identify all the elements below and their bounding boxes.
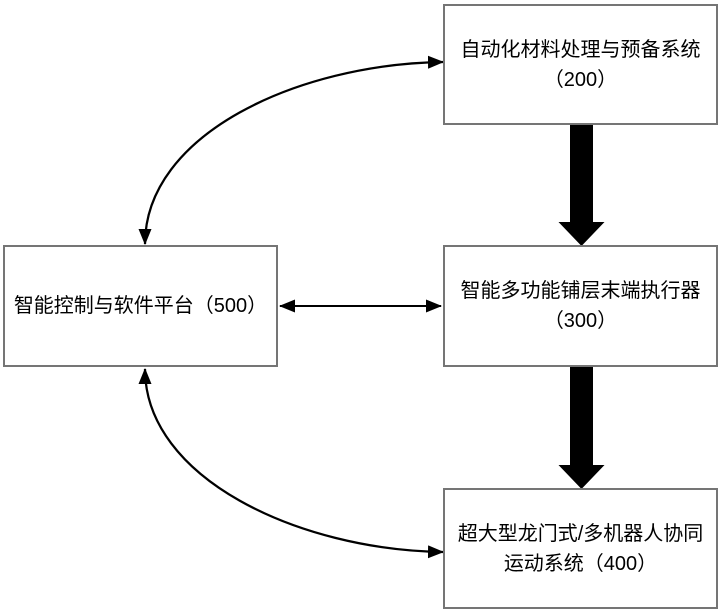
connector-control-motion [138, 368, 444, 559]
node-end-effector-label-line2: （300） [543, 310, 618, 332]
connector-control-materials [138, 55, 444, 245]
node-control-platform: 智能控制与软件平台（500） [3, 245, 278, 367]
node-end-effector-label-line1: 智能多功能铺层末端执行器 [460, 280, 701, 302]
node-control-label-line1: 智能控制与软件平台（500） [13, 295, 268, 317]
node-materials-label-line2: （200） [543, 68, 618, 91]
node-materials-label-line1: 自动化材料处理与预备系统 [460, 38, 701, 61]
node-motion-system: 超大型龙门式/多机器人协同 运动系统（400） [443, 488, 718, 609]
node-end-effector: 智能多功能铺层末端执行器 （300） [443, 245, 718, 367]
node-materials-system: 自动化材料处理与预备系统 （200） [443, 4, 718, 125]
node-motion-label-line2: 运动系统（400） [503, 552, 658, 575]
thick-arrow-materials-end-effector [558, 125, 605, 246]
node-motion-label-line1: 超大型龙门式/多机器人协同 [457, 522, 704, 545]
thick-arrow-end-effector-motion [558, 367, 605, 489]
